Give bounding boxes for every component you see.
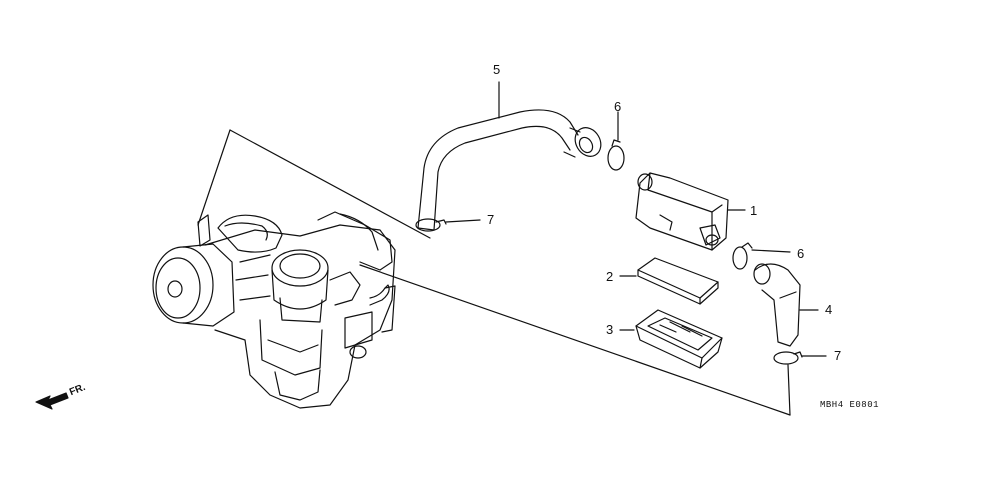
callout-7-upper: 7 (487, 212, 495, 227)
drawing-code: MBH4 E0801 (820, 400, 880, 410)
part-7-clamp-lower (773, 351, 827, 365)
callout-1: 1 (750, 203, 758, 218)
engine-assembly (152, 211, 396, 409)
front-direction-arrow (35, 392, 69, 410)
part-7-clamp-upper (415, 218, 481, 232)
callout-6-lower: 6 (797, 246, 805, 261)
part-6-clamp-upper (607, 111, 625, 171)
callout-5: 5 (493, 62, 501, 77)
part-4-hose (753, 263, 819, 347)
part-2-filter (619, 257, 719, 305)
part-1-box (635, 172, 746, 251)
part-3-housing (619, 309, 723, 369)
callout-4: 4 (825, 302, 833, 317)
callout-7-lower: 7 (834, 348, 842, 363)
callout-6-upper: 6 (614, 99, 622, 114)
part-6-clamp-lower (732, 242, 791, 270)
part-5-hose (417, 81, 602, 231)
engine-leader-lines (197, 129, 791, 416)
callout-2: 2 (606, 269, 614, 284)
callout-3: 3 (606, 322, 614, 337)
